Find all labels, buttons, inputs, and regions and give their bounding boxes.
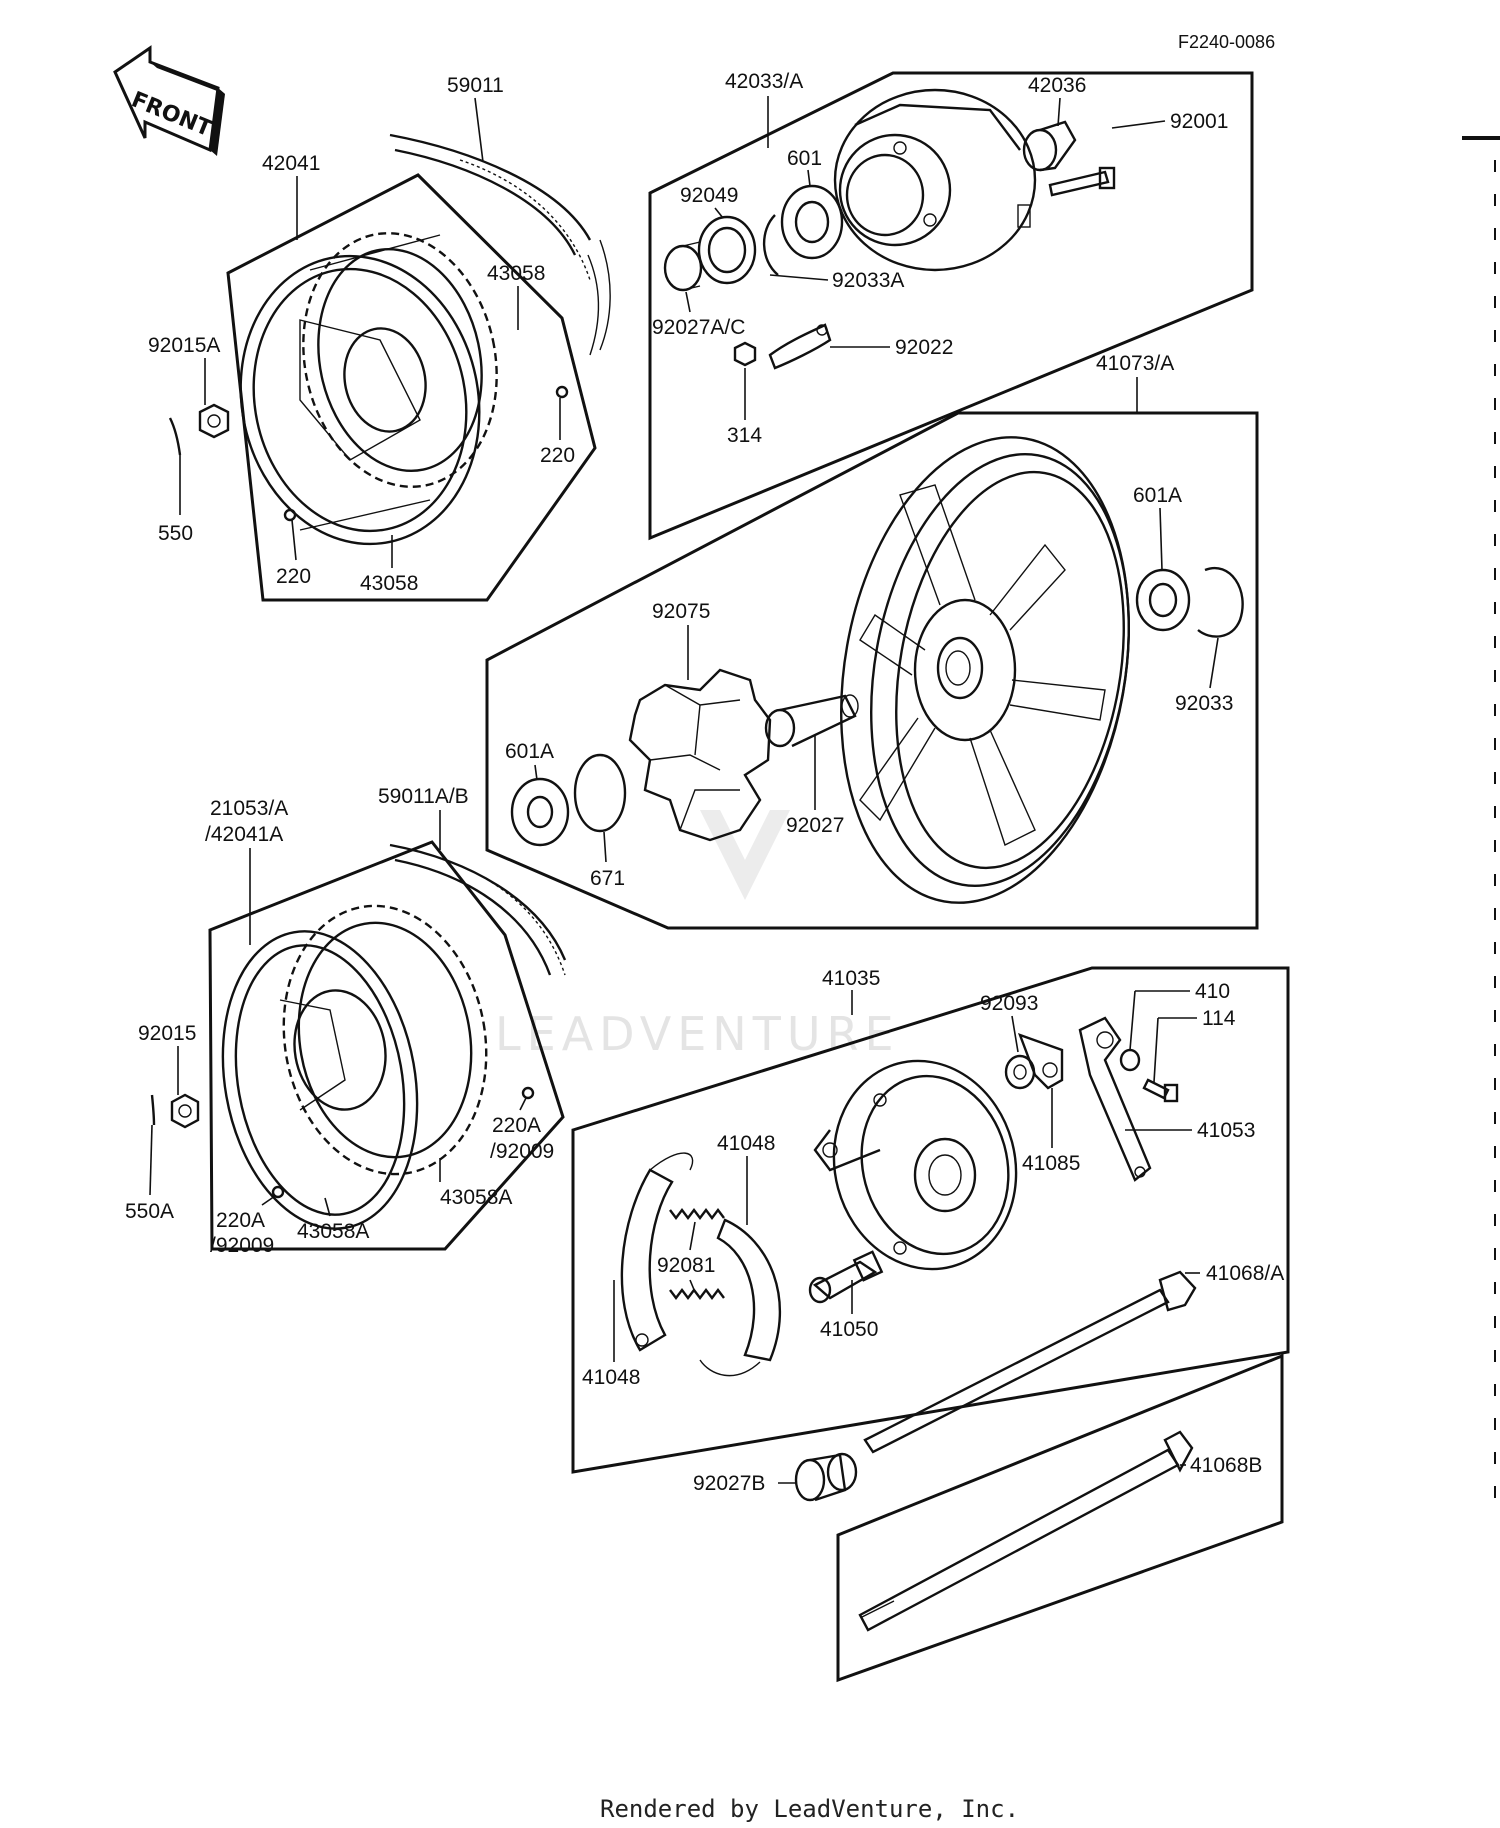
frame-hub-upper: [226, 173, 597, 602]
label-671: 671: [590, 867, 625, 890]
spacer-92027B: [794, 1452, 858, 1502]
label-41068A: 41068/A: [1206, 1262, 1284, 1285]
label-43058-top: 43058: [487, 262, 545, 285]
frame-brake: [571, 966, 1290, 1474]
drive-chain-lower: [389, 843, 567, 976]
label-92049: 92049: [680, 184, 738, 207]
label-550: 550: [158, 522, 193, 545]
axle-41068B: [858, 1430, 1194, 1632]
cotter-pin-550: [168, 417, 182, 456]
label-601: 601: [787, 147, 822, 170]
label-92027: 92027: [786, 814, 844, 837]
label-41048-bottom: 41048: [582, 1366, 640, 1389]
bolt-114: [1142, 1078, 1179, 1103]
svg-text:LEADVENTURE: LEADVENTURE: [495, 1007, 900, 1061]
label-41035: 41035: [822, 967, 880, 990]
label-41073A: 41073/A: [1096, 352, 1174, 375]
label-92081: 92081: [657, 1254, 715, 1277]
bolt-220-upper: [283, 385, 569, 522]
label-410: 410: [1195, 980, 1230, 1003]
collar-92027A: [663, 241, 703, 292]
cotter-pin-550A: [150, 1094, 156, 1126]
nut-92015A: [198, 403, 230, 439]
cast-wheel: [840, 436, 1130, 904]
label-42033A: 42033/A: [725, 70, 803, 93]
nut-92015: [170, 1093, 200, 1129]
label-314: 314: [727, 424, 762, 447]
label-41085: 41085: [1022, 1152, 1080, 1175]
label-92033A: 92033A: [832, 269, 904, 292]
label-92033: 92033: [1175, 692, 1233, 715]
brake-shoe-left: [620, 1152, 694, 1352]
label-59011AB: 59011A/B: [378, 785, 469, 808]
label-43058A-left: 43058A: [297, 1220, 369, 1243]
label-601A-right: 601A: [1133, 484, 1182, 507]
label-220-right: 220: [540, 444, 575, 467]
frame-hub-assembly: [648, 71, 1254, 541]
hub-flange: [833, 88, 1037, 272]
label-92093: 92093: [980, 992, 1038, 1015]
label-92027B: 92027B: [693, 1472, 765, 1495]
frame-hub-lower: [208, 840, 565, 1251]
label-92027AC: 92027A/C: [652, 316, 745, 339]
label-43058-bottom: 43058: [360, 572, 418, 595]
bolt-220A: [271, 1086, 535, 1199]
washer-410: [1119, 1048, 1141, 1072]
brake-panel: [813, 1059, 1018, 1271]
label-42036: 42036: [1028, 74, 1086, 97]
label-41050: 41050: [820, 1318, 878, 1341]
watermark: LEADVENTURE: [495, 810, 900, 1061]
label-92001: 92001: [1170, 110, 1228, 133]
label-114: 114: [1202, 1007, 1236, 1030]
label-550A: 550A: [125, 1200, 174, 1223]
brake-shoe-right: [699, 1218, 782, 1377]
bearing-601A-left: [510, 777, 570, 847]
return-spring-92081: [669, 1208, 725, 1300]
brake-lever-41053: [1078, 1016, 1152, 1182]
sprocket-hub-lower: [221, 904, 488, 1230]
front-arrow-icon: FRONT: [113, 45, 225, 156]
cut-off-edge: [1462, 136, 1500, 1520]
indicator-41085: [1017, 1033, 1064, 1090]
collar-92027: [764, 694, 859, 748]
axle-41068A: [863, 1270, 1197, 1454]
bearing-601A-right: [1135, 568, 1191, 632]
label-42041: 42041: [262, 152, 320, 175]
circlip-92033: [1197, 566, 1244, 638]
label-41068B: 41068B: [1190, 1454, 1262, 1477]
damper-92075: [628, 668, 772, 842]
plate-92022: [768, 323, 832, 370]
label-92009-left: /92009: [210, 1234, 274, 1257]
frame-wheel: [485, 411, 1259, 930]
collar-42036: [1022, 120, 1077, 172]
label-220A-right: 220A: [492, 1114, 541, 1137]
brake-cam-41050: [808, 1250, 884, 1304]
label-92075: 92075: [652, 600, 710, 623]
label-59011: 59011: [447, 74, 504, 97]
frame-axle: [836, 1353, 1284, 1683]
bearing-601: [780, 184, 844, 260]
label-43058A-right: 43058A: [440, 1186, 512, 1209]
bolt-92001: [1048, 166, 1116, 197]
reference-code: F2240-0086: [1178, 32, 1275, 52]
label-92009-right: /92009: [490, 1140, 554, 1163]
label-92022: 92022: [895, 336, 953, 359]
sprocket-hub-upper: [239, 232, 498, 546]
nut-314: [733, 341, 757, 367]
snap-ring-92033A: [762, 214, 779, 276]
label-92015: 92015: [138, 1022, 196, 1045]
label-21053A: 21053/A: [210, 797, 288, 820]
seal-92049: [697, 215, 757, 285]
o-ring-671: [573, 753, 627, 833]
label-220A-left: 220A: [216, 1209, 265, 1232]
label-92015A: 92015A: [148, 334, 220, 357]
label-41048-top: 41048: [717, 1132, 775, 1155]
footer-credit: Rendered by LeadVenture, Inc.: [600, 1795, 1019, 1823]
label-41053: 41053: [1197, 1119, 1255, 1142]
label-42041A: /42041A: [205, 823, 283, 846]
label-220-bottom: 220: [276, 565, 311, 588]
drive-chain-upper: [389, 133, 611, 356]
label-601A-left: 601A: [505, 740, 554, 763]
